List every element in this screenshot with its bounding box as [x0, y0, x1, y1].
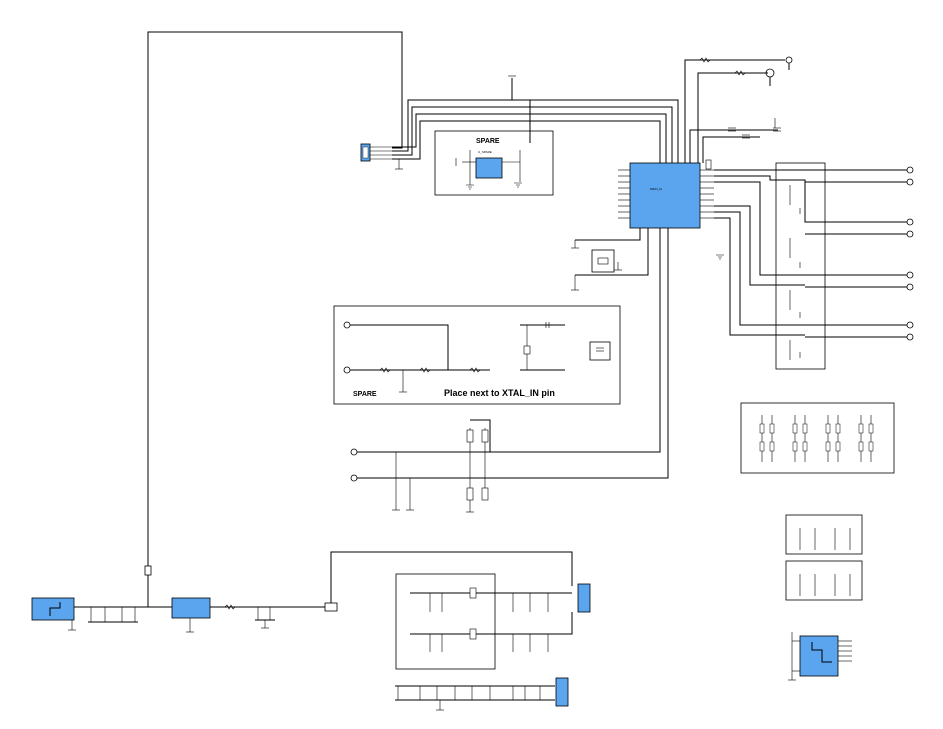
bottom-right-ic: [788, 632, 852, 681]
diff-input-block: [350, 228, 669, 513]
amp-block: [395, 573, 591, 670]
bottom-resistor-row: [395, 677, 569, 711]
crystal-area: [571, 228, 649, 291]
power-jack-icon: [31, 597, 75, 621]
xtal-placement-note: Place next to XTAL_IN pin: [444, 388, 555, 398]
cap-block-1: [785, 514, 863, 555]
regulator-chip-icon: [171, 597, 211, 619]
bnc-connector-icon: [785, 56, 793, 64]
main-feed-wire: [144, 31, 403, 576]
cap-block-2: [785, 560, 863, 601]
output-connector-icon: [577, 583, 591, 613]
spare-top-title: SPARE: [476, 138, 500, 145]
main-ic-decoupling: [689, 118, 781, 163]
ground-icon: [466, 182, 724, 260]
top-bus-wires: [392, 75, 679, 163]
spare-mid-title: SPARE: [353, 391, 377, 398]
bottom-connector-icon: [555, 677, 569, 707]
spare-ic-chip-icon: [475, 157, 503, 179]
svg-text:MAIN_IC: MAIN_IC: [650, 187, 663, 191]
bottom-right-chip-icon: [799, 635, 839, 677]
spare-top-block: SPARE U_SPARE: [434, 130, 554, 196]
right-output-block: [714, 162, 914, 370]
power-input-block: [31, 551, 573, 633]
resistor-icon: [699, 57, 711, 63]
header-connector: [360, 143, 403, 170]
main-ic: MAIN_IC: [618, 159, 714, 229]
xtal-input-block: SPARE Place next to XTAL_IN pin: [333, 305, 621, 405]
main-ic-chip-icon: [629, 162, 701, 229]
top-right-chain: [684, 56, 793, 163]
resistor-grid-block: [740, 402, 895, 474]
svg-text:U_SPARE: U_SPARE: [478, 150, 492, 154]
